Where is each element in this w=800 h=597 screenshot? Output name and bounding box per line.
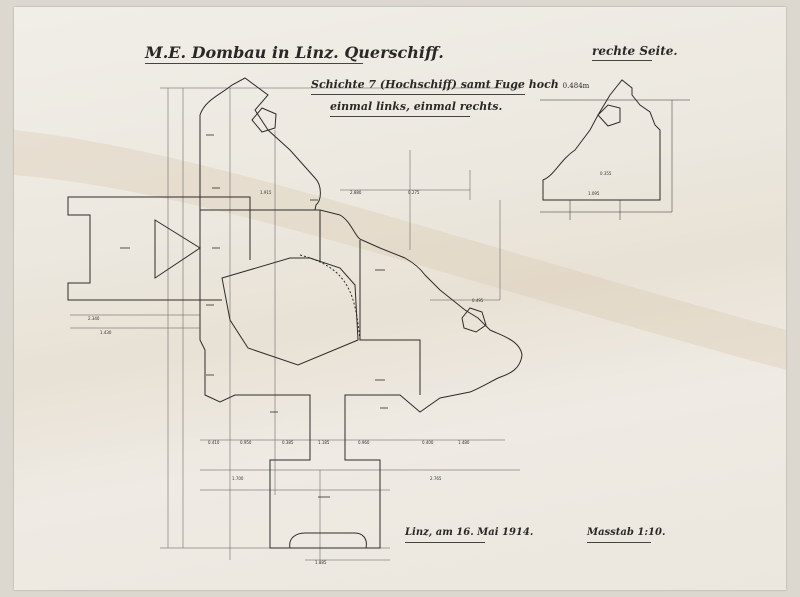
left-triangle <box>154 219 201 279</box>
dim-label: 0.355 <box>600 171 612 176</box>
repeat-note: einmal links, einmal rechts. <box>330 100 503 113</box>
section-marks <box>120 134 388 498</box>
vault-segment <box>221 257 359 366</box>
upper-hexagon <box>251 107 277 133</box>
dim-label: 0.400 <box>422 440 434 445</box>
side-label: rechte Seite. <box>592 44 678 58</box>
scale-label: Masstab 1:10. <box>587 527 666 538</box>
bottom-bay <box>269 460 367 549</box>
paper-stain <box>14 130 786 370</box>
dim-label: 2.765 <box>430 476 442 481</box>
dim-label: 1.885 <box>315 560 327 565</box>
left-arm <box>67 196 201 301</box>
place-date: Linz, am 16. Mai 1914. <box>405 527 534 538</box>
dim-label: 0.950 <box>240 440 252 445</box>
right-side-detail <box>540 79 690 220</box>
dim-label: 1.480 <box>458 440 470 445</box>
dim-label: 0.960 <box>358 440 370 445</box>
title-underline <box>145 63 363 64</box>
scale-underline <box>587 542 651 543</box>
dim-label: 1.430 <box>100 330 112 335</box>
dimension-labels: 2.340 1.430 2.880 0.275 1.915 0.410 0.95… <box>88 171 612 565</box>
right-hexagon <box>461 307 487 333</box>
repeat-note-underline <box>330 116 470 117</box>
drawing-sheet <box>14 7 786 590</box>
layer-label-underline <box>311 94 525 95</box>
drawing-title: M.E. Dombau in Linz. Querschiff. <box>145 43 444 62</box>
dim-label: 0.385 <box>282 440 294 445</box>
dim-label: 0.495 <box>472 298 484 303</box>
plan-outline <box>67 77 523 549</box>
dim-label: 0.275 <box>408 190 420 195</box>
dim-label: 2.880 <box>350 190 362 195</box>
central-body <box>199 209 523 549</box>
dim-label: 2.340 <box>88 316 100 321</box>
dim-label: 0.410 <box>208 440 220 445</box>
place-date-underline <box>405 542 485 543</box>
layer-label-text: Schichte 7 (Hochschiff) samt Fuge hoch <box>311 78 559 91</box>
side-label-underline <box>592 60 652 61</box>
dim-label: 1.915 <box>260 190 272 195</box>
layer-label: Schichte 7 (Hochschiff) samt Fuge hoch 0… <box>311 78 589 91</box>
dim-label: 1.700 <box>232 476 244 481</box>
dim-label: 1.095 <box>588 191 600 196</box>
vault-arc <box>299 254 361 341</box>
dimension-grid <box>70 87 520 561</box>
inner-wall <box>200 210 421 395</box>
layer-height: 0.484m <box>562 82 590 90</box>
upper-tower <box>199 77 321 211</box>
dim-label: 1.185 <box>318 440 330 445</box>
